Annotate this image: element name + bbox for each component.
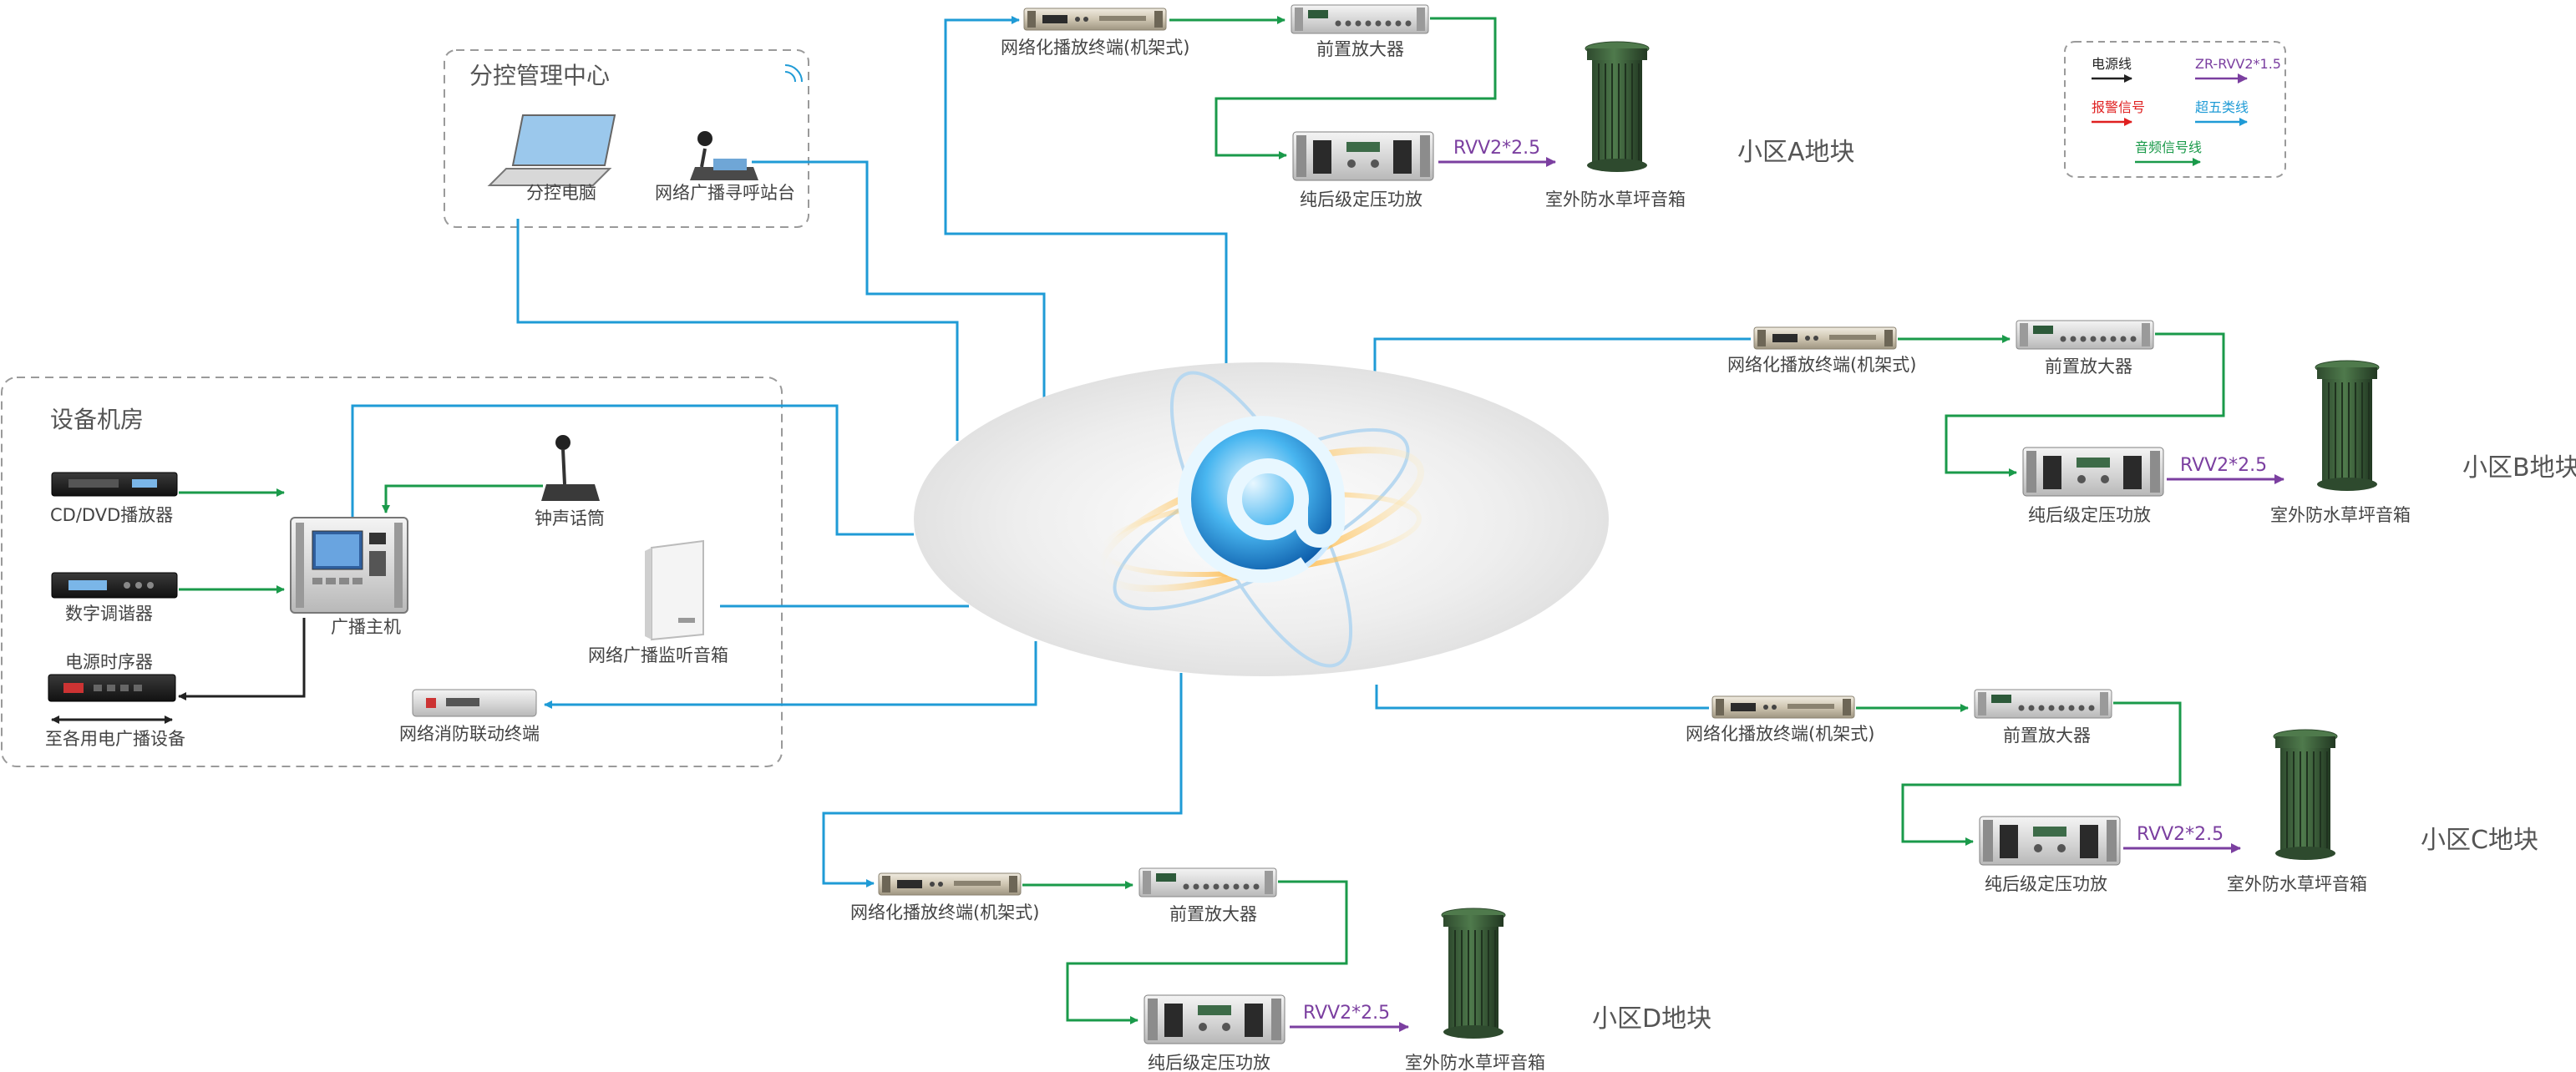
zoneA-preamp-icon xyxy=(1291,4,1429,34)
chime-mic-icon xyxy=(541,435,600,501)
monitor-speaker-icon xyxy=(645,539,704,641)
line-fire-hub xyxy=(544,641,1037,709)
zoneB-cable-label: RVV2*2.5 xyxy=(2180,455,2267,476)
zone-c: 网络化播放终端(机架式) 前置放大器 纯后级定压功放 RVV2*2.5 室外防水… xyxy=(1686,689,2538,894)
line-hub-zoneB xyxy=(1373,337,1751,379)
zoneB-amp-label: 纯后级定压功放 xyxy=(2028,505,2151,525)
zoneD-name: 小区D地块 xyxy=(1592,1004,1711,1034)
fire-terminal-label: 网络消防联动终端 xyxy=(399,724,540,744)
monitor-speaker-label: 网络广播监听音箱 xyxy=(588,645,728,665)
zoneB-terminal-icon xyxy=(1753,326,1897,350)
control-pc-label: 分控电脑 xyxy=(526,183,596,203)
zoneB-terminal-label: 网络化播放终端(机架式) xyxy=(1727,355,1916,375)
zoneC-preamp-icon xyxy=(1974,689,2112,719)
line-paging-hub xyxy=(752,160,1046,401)
zoneA-amp-icon xyxy=(1292,131,1434,181)
zoneC-terminal-label: 网络化播放终端(机架式) xyxy=(1686,724,1874,744)
network-hub xyxy=(914,362,1609,676)
legend-power-line: 电源线 xyxy=(2092,56,2132,72)
zoneA-terminal-icon xyxy=(1023,8,1167,31)
zoneC-cable-label: RVV2*2.5 xyxy=(2137,824,2224,845)
zoneA-speaker-icon xyxy=(1585,41,1650,173)
zoneD-preamp-label: 前置放大器 xyxy=(1169,904,1257,924)
tuner-label: 数字调谐器 xyxy=(65,604,153,624)
zoneC-terminal-icon xyxy=(1711,695,1855,719)
tuner-icon xyxy=(51,572,178,599)
line-host-sequencer xyxy=(178,618,306,700)
equipment-room-title: 设备机房 xyxy=(50,406,144,433)
control-center-title: 分控管理中心 xyxy=(469,62,610,89)
broadcast-host-icon xyxy=(290,517,408,614)
zoneC-speaker-label: 室外防水草坪音箱 xyxy=(2227,874,2367,894)
zoneB-amp-icon xyxy=(2022,447,2164,497)
zoneA-terminal-label: 网络化播放终端(机架式) xyxy=(1001,38,1189,58)
zoneA-preamp-label: 前置放大器 xyxy=(1316,39,1404,59)
zoneD-speaker-label: 室外防水草坪音箱 xyxy=(1405,1053,1545,1072)
zone-a: 网络化播放终端(机架式) 前置放大器 纯后级定压功放 RVV2*2.5 室外防水… xyxy=(1001,4,1855,210)
line-hub-zoneD xyxy=(822,673,1183,887)
broadcast-host-label: 广播主机 xyxy=(331,617,401,637)
line-pc-hub xyxy=(516,219,959,441)
cd-player-icon xyxy=(51,472,178,497)
zoneD-cable-label: RVV2*2.5 xyxy=(1303,1003,1390,1024)
to-power-devices-label: 至各用电广播设备 xyxy=(45,729,185,749)
zone-d: 网络化播放终端(机架式) 前置放大器 纯后级定压功放 RVV2*2.5 室外防水… xyxy=(850,867,1711,1072)
wireless-icon xyxy=(784,64,803,83)
zoneC-name: 小区C地块 xyxy=(2421,826,2538,855)
zoneD-speaker-icon xyxy=(1441,908,1506,1039)
cd-player-label: CD/DVD播放器 xyxy=(50,505,173,525)
zoneB-name: 小区B地块 xyxy=(2462,453,2576,483)
zoneA-name: 小区A地块 xyxy=(1737,138,1855,167)
power-sequencer-label: 电源时序器 xyxy=(65,652,153,672)
zoneB-preamp-label: 前置放大器 xyxy=(2045,356,2132,377)
legend-cat5e: 超五类线 xyxy=(2195,99,2249,115)
fire-terminal-icon xyxy=(412,689,537,717)
zoneD-preamp-icon xyxy=(1138,867,1277,898)
control-center-box xyxy=(444,49,809,228)
zoneD-terminal-label: 网络化播放终端(机架式) xyxy=(850,903,1039,923)
paging-station-label: 网络广播寻呼站台 xyxy=(655,183,795,203)
zoneA-amp-label: 纯后级定压功放 xyxy=(1300,190,1422,210)
zoneC-preamp-label: 前置放大器 xyxy=(2003,726,2091,746)
line-hub-zoneA xyxy=(944,16,1228,367)
zone-b: 网络化播放终端(机架式) 前置放大器 纯后级定压功放 RVV2*2.5 室外防水… xyxy=(1727,320,2576,525)
equipment-room-box xyxy=(1,377,783,767)
zoneB-speaker-icon xyxy=(2315,360,2380,492)
laptop-icon xyxy=(487,114,616,186)
zoneC-speaker-icon xyxy=(2273,729,2338,861)
at-sign-globe-icon xyxy=(1178,416,1345,584)
zoneD-amp-icon xyxy=(1143,994,1285,1044)
zoneD-amp-label: 纯后级定压功放 xyxy=(1148,1053,1270,1072)
power-sequencer-icon xyxy=(48,674,176,702)
zoneA-cable-label: RVV2*2.5 xyxy=(1453,138,1540,159)
line-hub-zoneC xyxy=(1375,685,1709,710)
paging-station-icon xyxy=(690,131,758,180)
zoneC-amp-label: 纯后级定压功放 xyxy=(1985,874,2107,894)
chime-mic-label: 钟声话筒 xyxy=(535,508,605,528)
legend-audio-line: 音频信号线 xyxy=(2135,139,2202,155)
zoneD-terminal-icon xyxy=(878,872,1022,896)
zoneB-speaker-label: 室外防水草坪音箱 xyxy=(2270,505,2411,525)
line-mic-host xyxy=(382,484,543,513)
legend: 电源线 ZR-RVV2*1.5 报警信号 超五类线 音频信号线 xyxy=(2064,41,2286,178)
line-host-hub xyxy=(351,404,914,536)
zoneC-amp-icon xyxy=(1979,816,2121,866)
legend-zr-line: ZR-RVV2*1.5 xyxy=(2195,56,2281,72)
legend-alarm-signal: 报警信号 xyxy=(2092,99,2145,115)
zoneB-preamp-icon xyxy=(2016,320,2154,350)
zoneA-speaker-label: 室外防水草坪音箱 xyxy=(1545,190,1686,210)
